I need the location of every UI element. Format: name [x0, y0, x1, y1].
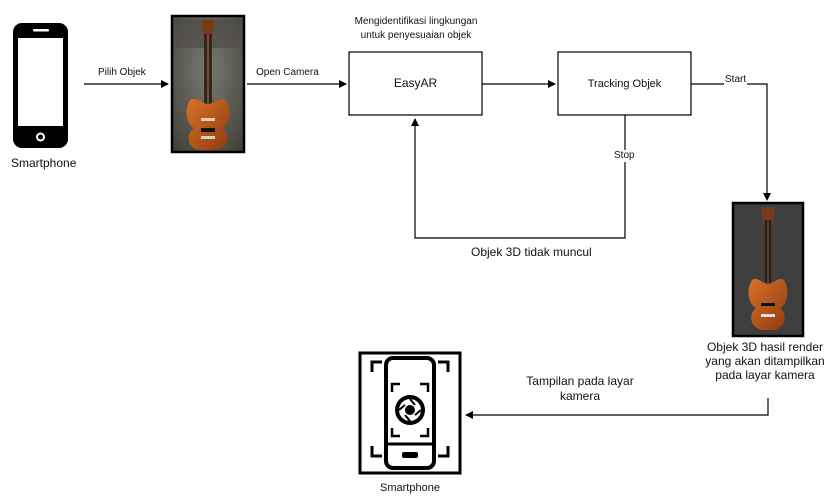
- edge-tampilan: [465, 398, 769, 419]
- edge-label-start: Start: [724, 74, 748, 86]
- edge-label-open-camera: Open Camera: [256, 67, 319, 78]
- guitar-3d-render: [731, 201, 805, 338]
- edge-stop-loop: [411, 115, 626, 239]
- edge-start: [691, 83, 771, 201]
- smartphone-bottom-label: Smartphone: [380, 482, 440, 494]
- tracking-label: Tracking Objek: [587, 78, 662, 90]
- guitar-photo: [170, 14, 246, 154]
- edge-label-tidak-muncul: Objek 3D tidak muncul: [471, 245, 592, 259]
- easyar-box: [348, 51, 483, 116]
- easyar-label: EasyAR: [393, 76, 438, 90]
- smartphone-left-label: Smartphone: [11, 156, 77, 170]
- camera-aperture-phone-icon: [358, 351, 462, 475]
- note-identify: Mengidentifikasi lingkungan untuk penyes…: [354, 16, 478, 41]
- edge-label-tampilan: Tampilan pada layar kamera: [526, 374, 634, 403]
- edge-label-stop: Stop: [614, 150, 635, 162]
- render-caption: Objek 3D hasil render yang akan ditampil…: [705, 340, 825, 382]
- edge-label-pilih-objek: Pilih Objek: [98, 67, 146, 78]
- smartphone-icon: [13, 23, 68, 148]
